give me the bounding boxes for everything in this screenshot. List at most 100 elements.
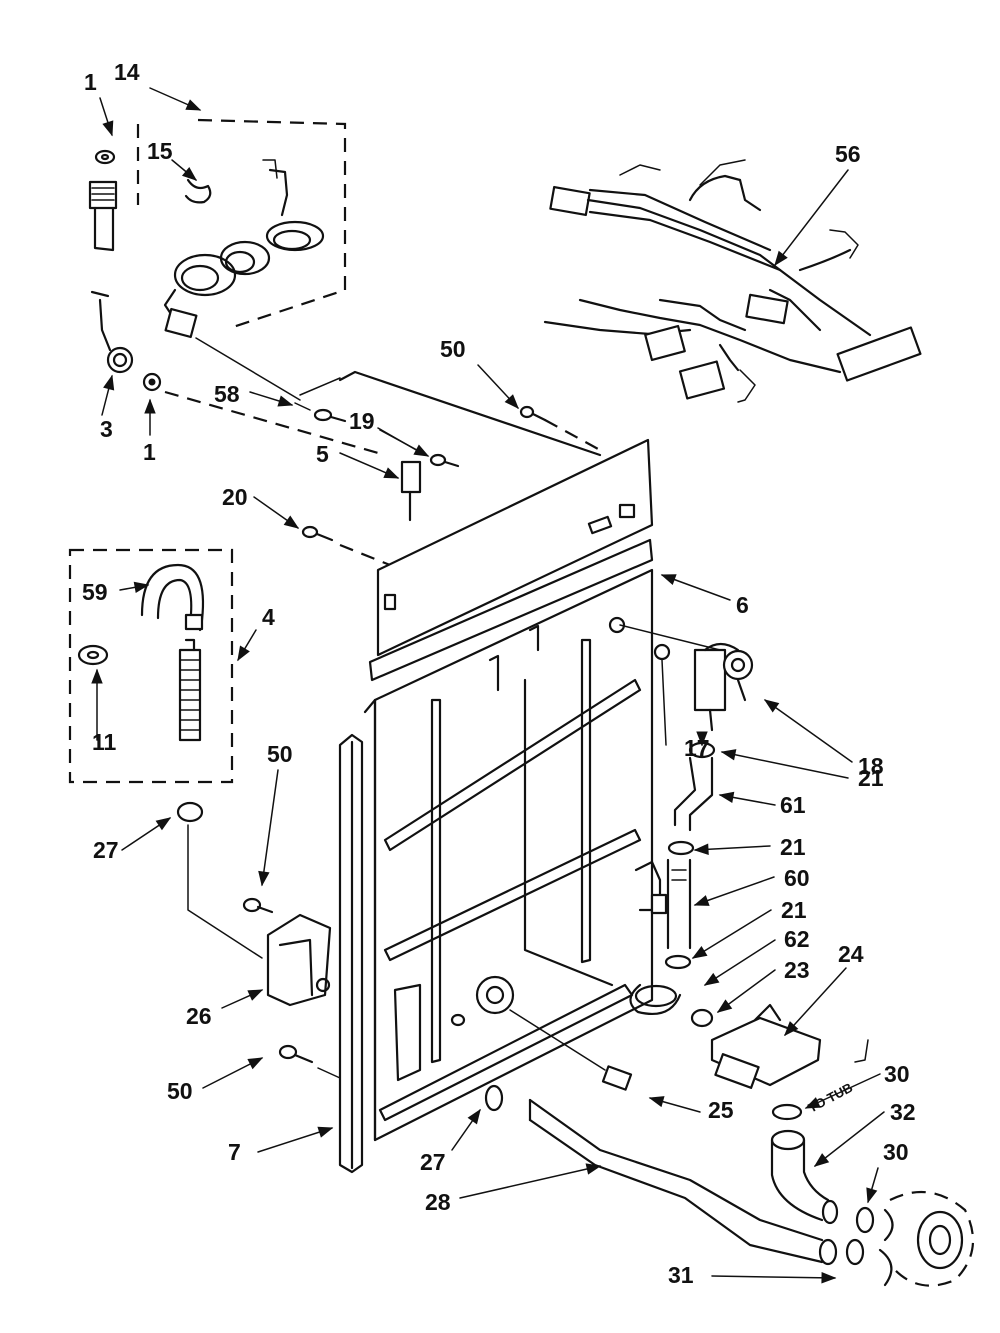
leader-line (704, 939, 776, 986)
arrowhead (784, 1021, 799, 1037)
arrowhead (866, 1187, 878, 1204)
label-21-c: 21 (781, 897, 807, 923)
arrowhead (413, 444, 430, 457)
arrowhead (277, 395, 294, 407)
arrowhead (181, 166, 198, 181)
label-50-top: 50 (440, 336, 466, 362)
rear-panel (299, 370, 721, 1142)
arrowhead (774, 250, 788, 267)
leader-line (784, 967, 847, 1036)
leader-line (694, 876, 775, 906)
leader-line (261, 769, 279, 886)
leader-line (692, 909, 772, 959)
label-18: 18 (858, 753, 884, 779)
label-30-top: 30 (884, 1061, 910, 1087)
arrowhead (144, 398, 156, 414)
leader-line (814, 1111, 885, 1167)
kit-14-power-cord (136, 118, 347, 401)
arrowhead (103, 374, 115, 391)
label-26: 26 (186, 1003, 212, 1029)
arrowhead (247, 989, 264, 1001)
arrowhead (716, 999, 733, 1013)
stamp-to-tub: TO TUB (806, 1080, 856, 1116)
arrowhead (91, 668, 103, 684)
label-5: 5 (316, 441, 329, 467)
leader-line (764, 699, 853, 763)
label-62: 62 (784, 926, 810, 952)
label-15: 15 (147, 138, 173, 164)
arrowhead (718, 791, 735, 804)
label-60: 60 (784, 865, 810, 891)
arrowhead (821, 1272, 837, 1284)
washer-1-top (94, 149, 116, 165)
arrowhead (247, 1057, 264, 1070)
arrowhead (504, 394, 519, 410)
arrowhead (237, 645, 250, 662)
label-1-top: 1 (84, 69, 97, 95)
label-28: 28 (425, 1189, 451, 1215)
label-14: 14 (114, 59, 140, 85)
arrowhead (133, 581, 150, 594)
label-30-bottom: 30 (883, 1139, 909, 1165)
label-3: 3 (100, 416, 113, 442)
arrowhead (813, 1153, 830, 1167)
label-32: 32 (890, 1099, 916, 1125)
label-23: 23 (784, 957, 810, 983)
arrowhead (660, 574, 677, 586)
label-61: 61 (780, 792, 806, 818)
label-59: 59 (82, 579, 108, 605)
label-50-mid: 50 (267, 741, 293, 767)
leader-line (711, 1275, 836, 1279)
pump-26-and-rail-7 (242, 733, 364, 1174)
label-27-bottom: 27 (420, 1149, 446, 1175)
wire-harness-56 (543, 159, 922, 403)
label-6: 6 (736, 592, 749, 618)
arrowhead (720, 749, 737, 761)
drain-hose-28: TO TUB (484, 1080, 975, 1287)
label-20: 20 (222, 484, 248, 510)
leader-line (721, 751, 849, 779)
label-27-left: 27 (93, 837, 119, 863)
kit-4-drain-hose (68, 548, 263, 959)
label-7: 7 (228, 1139, 241, 1165)
arrowhead (258, 870, 270, 887)
leader-line (805, 1073, 881, 1109)
label-21-a: 21 (858, 765, 884, 791)
arrowhead (691, 946, 708, 959)
arrowhead (693, 895, 710, 906)
arrowhead (648, 1096, 665, 1108)
label-4: 4 (262, 604, 275, 630)
arrowhead (804, 1097, 821, 1109)
label-21-b: 21 (780, 834, 806, 860)
arrowhead (693, 843, 709, 856)
label-56: 56 (835, 141, 861, 167)
label-31: 31 (668, 1262, 694, 1288)
arrowhead (155, 817, 172, 831)
arrowhead (703, 972, 720, 986)
arrowhead (317, 1126, 334, 1138)
label-1-bottom: 1 (143, 439, 156, 465)
arrowhead (763, 699, 780, 713)
arrowhead (383, 467, 400, 479)
leader-arrows (91, 87, 885, 1284)
label-50-bottom: 50 (167, 1078, 193, 1104)
arrowhead (696, 731, 708, 747)
arrowhead (283, 515, 300, 529)
label-58: 58 (214, 381, 240, 407)
inlet-fittings (88, 149, 386, 457)
water-valve-18 (693, 642, 754, 732)
label-17: 17 (684, 735, 710, 761)
part-labels: 1 14 15 3 1 56 50 58 19 5 20 59 4 11 6 1… (82, 59, 916, 1288)
label-19: 19 (349, 408, 375, 434)
arrowhead (185, 99, 202, 111)
leader-line (774, 169, 849, 266)
arrowhead (102, 120, 114, 137)
label-11: 11 (92, 729, 117, 755)
label-24: 24 (838, 941, 864, 967)
leader-line (459, 1165, 601, 1199)
arrowhead (467, 1108, 481, 1125)
hoses-right (629, 741, 869, 1089)
arrowhead (585, 1163, 602, 1175)
